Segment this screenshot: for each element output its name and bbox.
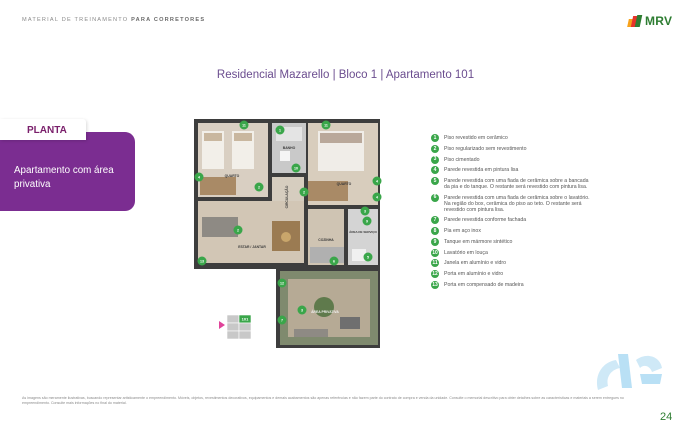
legend-item: 5 Parede revestida com uma fiada de cerâm…: [431, 177, 591, 191]
legend-item: 9 Tanque em mármore sintético: [431, 237, 591, 246]
legend-number: 5: [431, 177, 439, 186]
apartment-description: Apartamento com área privativa: [14, 165, 114, 190]
legend-number: 8: [431, 227, 439, 236]
legend-text: Porta em alumínio e vidro: [444, 271, 504, 278]
page-title: Residencial Mazarello | Bloco 1 | Aparta…: [216, 69, 475, 81]
legend-number: 3: [431, 155, 439, 164]
marker-13: 13: [200, 259, 204, 263]
mrv-logo-mark-icon: [627, 15, 643, 27]
legend-item: 10 Lavatório em louça: [431, 248, 591, 257]
legend-text: Janela em alumínio e vidro: [444, 260, 506, 267]
legend-text: Piso regularizado sem revestimento: [444, 145, 527, 152]
header-prefix: MATERIAL DE TREINAMENTO: [22, 17, 129, 23]
legend-number: 1: [431, 134, 439, 142]
marker-11a: 11: [242, 123, 246, 127]
marker-3a: 3: [364, 209, 366, 213]
marker-3b: 3: [301, 308, 303, 312]
legend-number: 11: [431, 259, 439, 268]
marker-4c: 4: [376, 195, 378, 199]
legend-item: 11 Janela em alumínio e vidro: [431, 259, 591, 268]
marker-2c: 2: [237, 228, 239, 232]
legend-item: 3 Piso cimentado: [431, 155, 591, 164]
label-bedroom-right: QUARTO: [337, 182, 352, 186]
legend-text: Parede revestida com uma fiada de cerâmi…: [444, 178, 589, 191]
legend-item: 8 Pia em aço inox: [431, 227, 591, 236]
marker-11b: 11: [324, 123, 328, 127]
legend-text: Porta em compensado de madeira: [444, 282, 524, 289]
legend-text: Lavatório em louça: [444, 249, 488, 256]
marker-9: 9: [366, 219, 368, 223]
mrv-logo: MRV: [627, 13, 676, 29]
label-circulation: CIRCULAÇÃO: [284, 185, 289, 208]
header-emphasis: PARA CORRETORES: [131, 17, 206, 23]
header-caption: MATERIAL DE TREINAMENTO PARA CORRETORES: [22, 17, 205, 23]
legend-text: Piso revestido em cerâmico: [444, 135, 508, 141]
legend-item: 6 Parede revestida com uma fiada de cerâm…: [431, 193, 591, 214]
legend-text: Parede revestida conforme fachada: [444, 217, 527, 224]
marker-1: 1: [279, 128, 281, 132]
legend-number: 2: [431, 144, 439, 153]
marker-7: 7: [281, 318, 283, 322]
label-private-area: ÁREA PRIVATIVA: [311, 309, 339, 314]
floor-plan: QUARTO BANHO CIRCULAÇÃO QUARTO ESTAR / J…: [194, 119, 382, 348]
unit-key-label: 101: [242, 317, 249, 322]
legend-item: 1 Piso revestido em cerâmico: [431, 134, 591, 142]
legend-number: 12: [431, 270, 439, 279]
planta-tab: PLANTA: [0, 119, 86, 140]
label-bedroom-left: QUARTO: [225, 174, 240, 178]
marker-12: 12: [280, 281, 284, 285]
marker-6: 6: [333, 259, 335, 263]
marker-5: 5: [367, 255, 369, 259]
legend-text: Parede revestida com uma fiada de cerâmi…: [444, 194, 590, 214]
label-service-area: ÁREA DE SERVIÇO: [349, 229, 377, 234]
legend-number: 13: [431, 281, 439, 290]
legend-number: 6: [431, 193, 439, 202]
legend-item: 12 Porta em alumínio e vidro: [431, 270, 591, 279]
legend-item: 13 Porta em compensado de madeira: [431, 281, 591, 290]
legend-number: 10: [431, 248, 439, 257]
legend-text: Tanque em mármore sintético: [444, 238, 513, 245]
legend-item: 4 Parede revestida em pintura lisa: [431, 166, 591, 175]
legend-number: 9: [431, 237, 439, 246]
legend-number: 7: [431, 216, 439, 225]
marker-2a: 2: [258, 185, 260, 189]
marker-2b: 2: [303, 190, 305, 194]
marker-4b: 4: [376, 179, 378, 183]
label-kitchen: COZINHA: [318, 238, 334, 242]
legend-text: Piso cimentado: [444, 156, 480, 163]
logo-text: MRV: [645, 14, 673, 28]
label-living-dining: ESTAR / JANTAR: [238, 245, 266, 249]
unit-location-key: 101: [219, 314, 252, 340]
legend: 1 Piso revestido em cerâmico 2 Piso regula…: [431, 134, 591, 293]
legend-text: Parede revestida em pintura lisa: [444, 167, 519, 174]
marker-4a: 4: [198, 175, 200, 179]
page-number: 24: [660, 411, 673, 423]
watermark-logo-icon: [596, 354, 662, 390]
description-card: Apartamento com área privativa: [0, 132, 135, 211]
legend-number: 4: [431, 166, 439, 175]
label-bathroom: BANHO: [283, 146, 296, 150]
legend-item: 7 Parede revestida conforme fachada: [431, 216, 591, 225]
legend-item: 2 Piso regularizado sem revestimento: [431, 144, 591, 153]
marker-10: 10: [294, 166, 298, 170]
legend-text: Pia em aço inox: [444, 228, 481, 235]
disclaimer-footnote: As imagens são meramente ilustrativas, b…: [22, 396, 624, 405]
